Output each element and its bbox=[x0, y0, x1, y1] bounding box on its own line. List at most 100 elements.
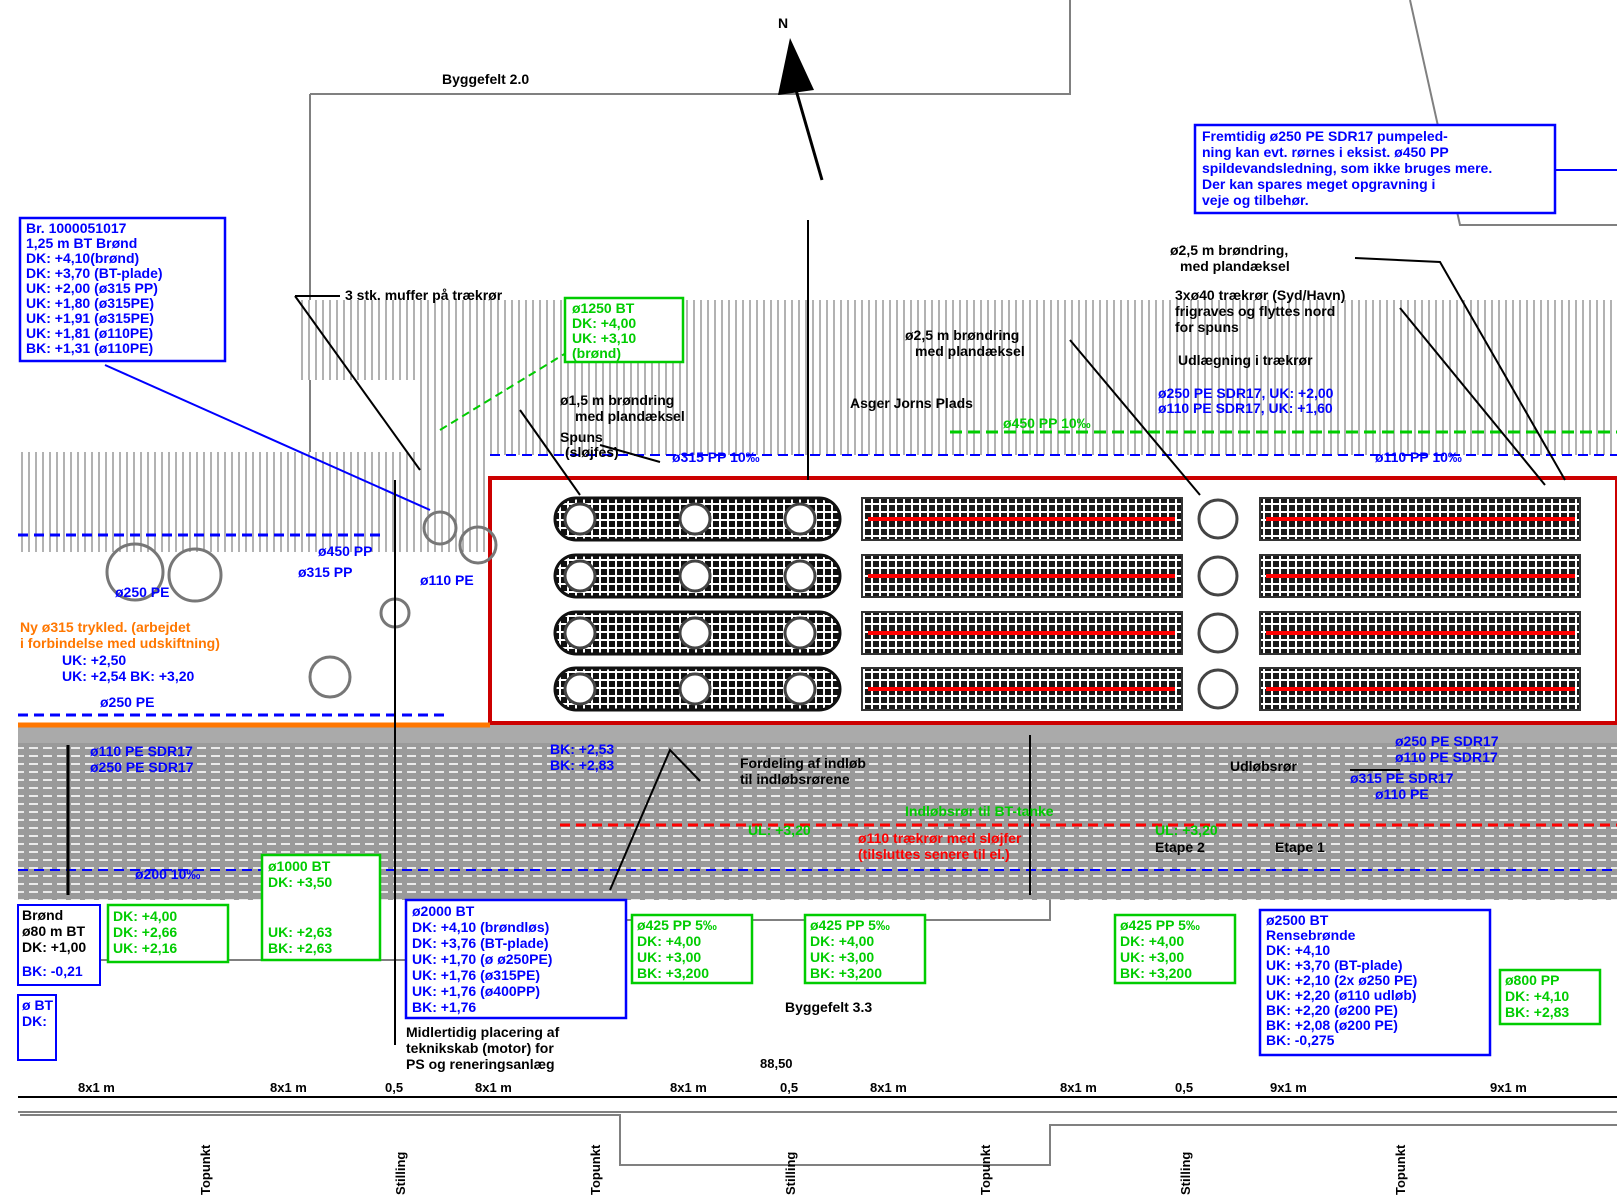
svg-text:ø800 PP: ø800 PP bbox=[1505, 972, 1559, 988]
svg-text:Topunkt: Topunkt bbox=[198, 1144, 213, 1195]
svg-text:UK: +1,80 (ø315PE): UK: +1,80 (ø315PE) bbox=[26, 295, 154, 311]
svg-text:DK: +3,50: DK: +3,50 bbox=[268, 874, 332, 890]
svg-text:UK: +3,10: UK: +3,10 bbox=[572, 330, 636, 346]
dimension-line: 88,50 8x1 m 8x1 m 0,5 8x1 m 8x1 m 0,5 8x… bbox=[18, 1056, 1617, 1113]
green-box-right: ø800 PP DK: +4,10 BK: +2,83 bbox=[1498, 968, 1602, 1026]
svg-text:BK: +2,08 (ø200 PE): BK: +2,08 (ø200 PE) bbox=[1266, 1017, 1398, 1033]
svg-text:BK: -0,21: BK: -0,21 bbox=[22, 963, 83, 979]
svg-text:ø250 PE: ø250 PE bbox=[100, 694, 154, 710]
svg-text:til indløbsrørene: til indløbsrørene bbox=[740, 771, 850, 787]
svg-text:UL: +3,20: UL: +3,20 bbox=[1155, 822, 1218, 838]
svg-text:BK: +2,83: BK: +2,83 bbox=[550, 757, 614, 773]
svg-text:BK: +2,20 (ø200 PE): BK: +2,20 (ø200 PE) bbox=[1266, 1002, 1398, 1018]
svg-text:DK: +3,76 (BT-plade): DK: +3,76 (BT-plade) bbox=[412, 935, 549, 951]
svg-text:ø2,5 m brøndring: ø2,5 m brøndring bbox=[905, 327, 1019, 343]
svg-text:1,25 m BT Brønd: 1,25 m BT Brønd bbox=[26, 235, 137, 251]
svg-text:Rensebrønde: Rensebrønde bbox=[1266, 927, 1356, 943]
svg-text:ø110 PP 10‰: ø110 PP 10‰ bbox=[1375, 449, 1462, 465]
svg-text:UK: +2,54 BK: +3,20: UK: +2,54 BK: +3,20 bbox=[62, 668, 194, 684]
svg-text:UK: +1,81 (ø110PE): UK: +1,81 (ø110PE) bbox=[26, 325, 153, 341]
pipe-lines bbox=[18, 169, 1617, 1045]
svg-text:UK: +2,16: UK: +2,16 bbox=[113, 940, 177, 956]
svg-text:8x1 m: 8x1 m bbox=[1060, 1080, 1097, 1095]
svg-text:DK: +1,00: DK: +1,00 bbox=[22, 939, 86, 955]
svg-text:med plandæksel: med plandæksel bbox=[575, 408, 685, 424]
svg-text:BK: -0,275: BK: -0,275 bbox=[1266, 1032, 1335, 1048]
svg-text:BK: +2,63: BK: +2,63 bbox=[268, 940, 332, 956]
svg-text:ø315 PP 10‰: ø315 PP 10‰ bbox=[672, 449, 760, 465]
svg-text:0,5: 0,5 bbox=[780, 1080, 798, 1095]
svg-text:UL: +3,20: UL: +3,20 bbox=[748, 822, 811, 838]
svg-text:ø1000 BT: ø1000 BT bbox=[268, 858, 331, 874]
svg-text:Ny ø315 trykled. (arbejdet: Ny ø315 trykled. (arbejdet bbox=[20, 619, 191, 635]
svg-text:UK: +1,76 (ø400PP): UK: +1,76 (ø400PP) bbox=[412, 983, 540, 999]
green-box-1: DK: +4,00 DK: +2,66 UK: +2,16 bbox=[106, 903, 230, 964]
svg-text:0,5: 0,5 bbox=[385, 1080, 403, 1095]
field-label-bottom: Byggefelt 3.3 bbox=[785, 999, 872, 1015]
svg-text:ø110 trækrør med sløjfer: ø110 trækrør med sløjfer bbox=[858, 830, 1022, 846]
svg-text:ø2500 BT: ø2500 BT bbox=[1266, 912, 1329, 928]
svg-text:UK: +1,70 (ø ø250PE): UK: +1,70 (ø ø250PE) bbox=[412, 951, 552, 967]
svg-text:(sløjfes): (sløjfes) bbox=[565, 444, 619, 460]
svg-text:8x1 m: 8x1 m bbox=[670, 1080, 707, 1095]
right-blue-box: ø2500 BT Rensebrønde DK: +4,10 UK: +3,70… bbox=[1258, 908, 1492, 1057]
svg-text:DK: +4,00: DK: +4,00 bbox=[637, 933, 701, 949]
svg-text:DK: +4,10 (brøndløs): DK: +4,10 (brøndløs) bbox=[412, 919, 549, 935]
green-box-3: ø425 PP 5‰ DK: +4,00 UK: +3,00 BK: +3,20… bbox=[630, 913, 754, 985]
svg-text:BK: +2,83: BK: +2,83 bbox=[1505, 1004, 1569, 1020]
svg-text:spildevandsledning, som ikke b: spildevandsledning, som ikke bruges mere… bbox=[1202, 160, 1492, 176]
svg-text:ø425 PP 5‰: ø425 PP 5‰ bbox=[810, 917, 890, 933]
svg-text:ø450 PP 10‰: ø450 PP 10‰ bbox=[1003, 415, 1091, 431]
svg-text:(brønd): (brønd) bbox=[572, 345, 621, 361]
svg-text:Etape 2: Etape 2 bbox=[1155, 839, 1205, 855]
svg-text:DK: +4,00: DK: +4,00 bbox=[572, 315, 636, 331]
svg-text:Topunkt: Topunkt bbox=[1393, 1144, 1408, 1195]
svg-text:ø250 PE SDR17: ø250 PE SDR17 bbox=[1395, 733, 1499, 749]
svg-text:Fordeling af indløb: Fordeling af indløb bbox=[740, 755, 866, 771]
svg-text:veje og tilbehør.: veje og tilbehør. bbox=[1202, 192, 1309, 208]
svg-text:8x1 m: 8x1 m bbox=[270, 1080, 307, 1095]
svg-text:DK: +4,00: DK: +4,00 bbox=[113, 908, 177, 924]
svg-text:BK: +2,53: BK: +2,53 bbox=[550, 741, 614, 757]
green-box-5: ø425 PP 5‰ DK: +4,00 UK: +3,00 BK: +3,20… bbox=[1113, 913, 1237, 985]
green-box-2: ø1000 BT DK: +3,50 UK: +2,63 BK: +2,63 bbox=[260, 853, 382, 962]
svg-text:ø250 PE SDR17: ø250 PE SDR17 bbox=[90, 759, 194, 775]
svg-text:ø2000 BT: ø2000 BT bbox=[412, 903, 475, 919]
svg-text:ø250 PE: ø250 PE bbox=[115, 584, 169, 600]
svg-text:ø1250 BT: ø1250 BT bbox=[572, 300, 635, 316]
svg-text:ø110 PE SDR17: ø110 PE SDR17 bbox=[1395, 749, 1498, 765]
svg-text:UK: +1,76 (ø315PE): UK: +1,76 (ø315PE) bbox=[412, 967, 540, 983]
svg-text:DK: +4,10(brønd): DK: +4,10(brønd) bbox=[26, 250, 139, 266]
svg-text:ø425 PP 5‰: ø425 PP 5‰ bbox=[1120, 917, 1200, 933]
box-left-blue-small: ø BT DK: bbox=[17, 994, 57, 1061]
svg-text:Midlertidig placering af: Midlertidig placering af bbox=[406, 1024, 560, 1040]
box-left-black: Brønd ø80 m BT DK: +1,00 BK: -0,21 bbox=[17, 904, 101, 986]
svg-text:UK: +2,63: UK: +2,63 bbox=[268, 924, 332, 940]
muffer-note: 3 stk. muffer på trækrør bbox=[345, 287, 503, 303]
svg-text:Topunkt: Topunkt bbox=[978, 1144, 993, 1195]
svg-text:teknikskab (motor) for: teknikskab (motor) for bbox=[406, 1040, 554, 1056]
svg-text:8x1 m: 8x1 m bbox=[870, 1080, 907, 1095]
svg-text:Fremtidig ø250 PE SDR17 pumpel: Fremtidig ø250 PE SDR17 pumpeled- bbox=[1202, 128, 1448, 144]
svg-text:BK: +3,200: BK: +3,200 bbox=[1120, 965, 1192, 981]
svg-text:ø BT: ø BT bbox=[22, 997, 54, 1013]
svg-text:BK: +1,31 (ø110PE): BK: +1,31 (ø110PE) bbox=[26, 340, 153, 356]
svg-text:UK: +3,70 (BT-plade): UK: +3,70 (BT-plade) bbox=[1266, 957, 1403, 973]
svg-text:Stilling: Stilling bbox=[393, 1152, 408, 1195]
svg-text:BK: +3,200: BK: +3,200 bbox=[810, 965, 882, 981]
dimension-total: 88,50 bbox=[760, 1056, 793, 1071]
svg-text:ø80 m BT: ø80 m BT bbox=[22, 923, 85, 939]
note-top-left-box: Br. 1000051017 1,25 m BT Brønd DK: +4,10… bbox=[18, 216, 227, 363]
svg-text:ø110 PE SDR17: ø110 PE SDR17 bbox=[90, 743, 193, 759]
svg-text:UK: +2,50: UK: +2,50 bbox=[62, 652, 126, 668]
svg-text:Der kan spares meget opgravnin: Der kan spares meget opgravning i bbox=[1202, 176, 1435, 192]
svg-text:ning kan evt. rørnes i eksist.: ning kan evt. rørnes i eksist. ø450 PP bbox=[1202, 144, 1449, 160]
svg-text:9x1 m: 9x1 m bbox=[1490, 1080, 1527, 1095]
svg-text:UK: +1,91 (ø315PE): UK: +1,91 (ø315PE) bbox=[26, 310, 154, 326]
svg-text:DK: +4,00: DK: +4,00 bbox=[810, 933, 874, 949]
main-blue-box: ø2000 BT DK: +4,10 (brøndløs) DK: +3,76 … bbox=[404, 898, 628, 1020]
svg-text:8x1 m: 8x1 m bbox=[475, 1080, 512, 1095]
note-top-right: Fremtidig ø250 PE SDR17 pumpeled- ning k… bbox=[1193, 123, 1557, 215]
svg-text:ø315 PP: ø315 PP bbox=[298, 564, 352, 580]
